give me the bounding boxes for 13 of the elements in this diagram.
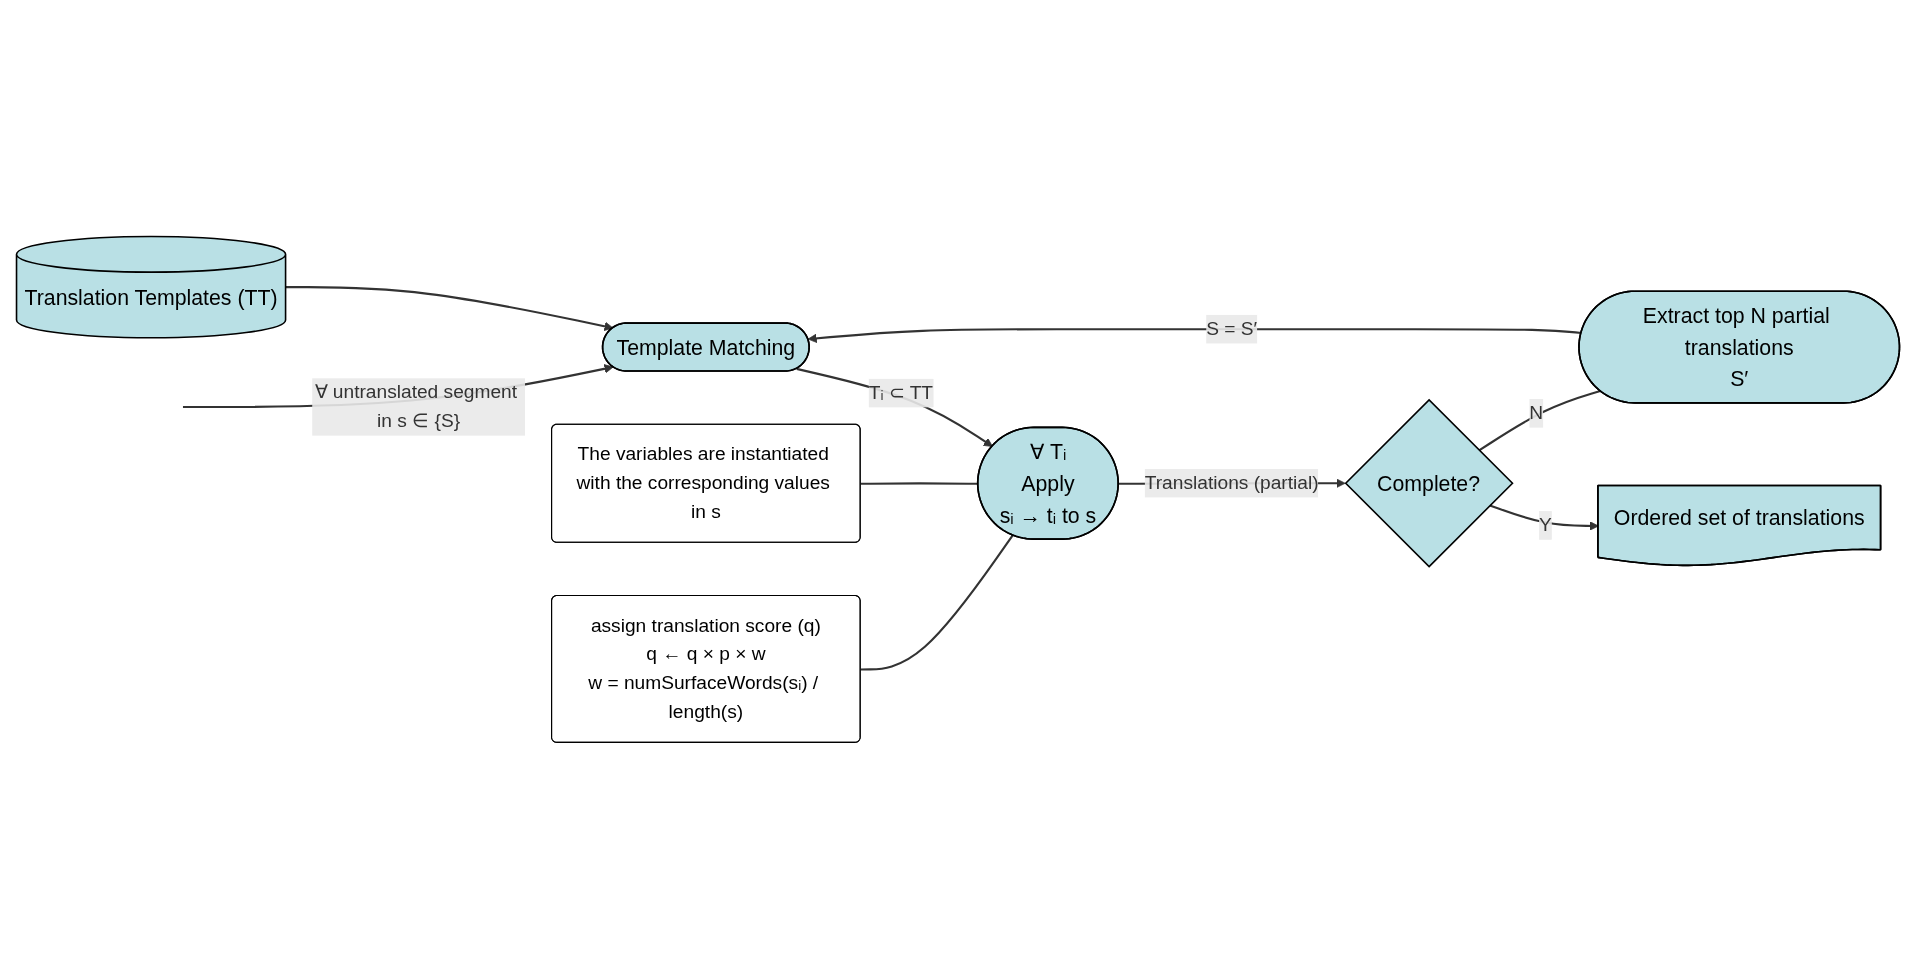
edge-label: S = S′ (1205, 318, 1257, 340)
connector (860, 534, 1014, 671)
edge-label: Tᵢ ⊂ TT (868, 382, 933, 404)
arrow (285, 286, 614, 332)
arrow (1488, 504, 1599, 531)
arrow (795, 367, 993, 447)
connector (1478, 390, 1601, 452)
edge-label: Translations (partial) (1144, 472, 1319, 494)
edge-label: Y (1538, 514, 1552, 536)
connector (860, 482, 978, 485)
node-diamond: Complete? (1344, 398, 1514, 568)
edge-label: N (1528, 402, 1543, 424)
edge-label: ∀ untranslated segment in s ∈ {S} (314, 381, 517, 432)
